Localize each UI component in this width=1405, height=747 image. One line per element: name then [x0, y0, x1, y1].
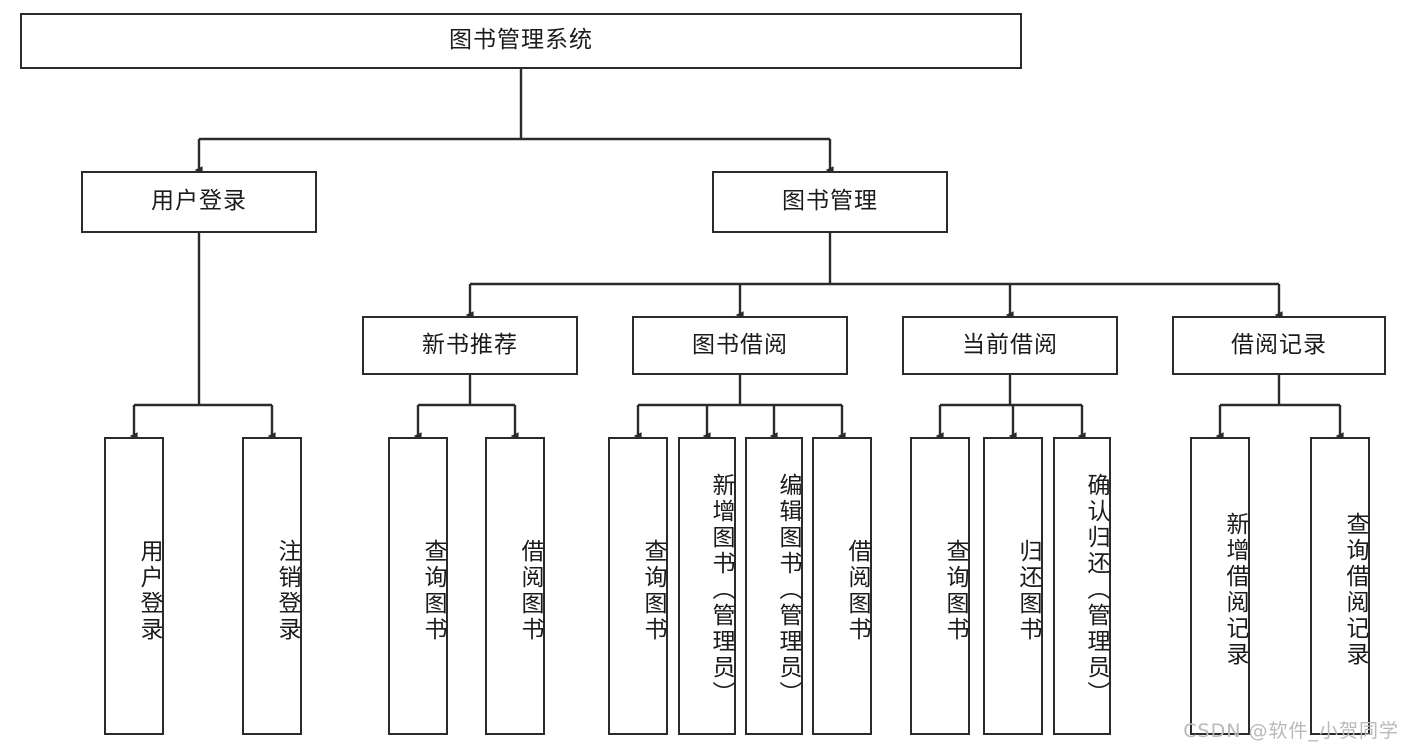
node-label: 图书管理: [782, 188, 878, 215]
node-label: 用户登录: [151, 188, 247, 215]
node-book_mgmt[interactable]: 图书管理: [712, 171, 948, 233]
node-label: 编辑图书（管理员）: [775, 473, 801, 707]
node-label: 用户登录: [136, 539, 162, 643]
node-label: 借阅图书: [844, 539, 870, 643]
node-leaf_return_book[interactable]: 归还图书: [983, 437, 1043, 735]
node-leaf_query_book_1[interactable]: 查询图书: [388, 437, 448, 735]
node-leaf_add_book[interactable]: 新增图书（管理员）: [678, 437, 736, 735]
node-label: 确认归还（管理员）: [1083, 473, 1109, 707]
node-label: 借阅图书: [517, 539, 543, 643]
node-leaf_logout[interactable]: 注销登录: [242, 437, 302, 735]
node-leaf_user_login[interactable]: 用户登录: [104, 437, 164, 735]
node-current_borrow[interactable]: 当前借阅: [902, 316, 1118, 375]
node-label: 注销登录: [274, 539, 300, 643]
node-leaf_query_book_2[interactable]: 查询图书: [608, 437, 668, 735]
node-leaf_add_record[interactable]: 新增借阅记录: [1190, 437, 1250, 735]
node-label: 查询图书: [420, 539, 446, 643]
node-label: 借阅记录: [1231, 331, 1327, 358]
node-leaf_edit_book[interactable]: 编辑图书（管理员）: [745, 437, 803, 735]
node-leaf_confirm_ret[interactable]: 确认归还（管理员）: [1053, 437, 1111, 735]
node-root[interactable]: 图书管理系统: [20, 13, 1022, 69]
node-label: 图书借阅: [692, 331, 788, 358]
node-user_login[interactable]: 用户登录: [81, 171, 317, 233]
node-borrow_record[interactable]: 借阅记录: [1172, 316, 1386, 375]
node-leaf_borrow_book_1[interactable]: 借阅图书: [485, 437, 545, 735]
node-label: 新增借阅记录: [1222, 512, 1248, 668]
node-label: 新书推荐: [422, 331, 518, 358]
node-label: 查询图书: [640, 539, 666, 643]
node-label: 图书管理系统: [449, 27, 593, 54]
node-book_borrow[interactable]: 图书借阅: [632, 316, 848, 375]
node-label: 查询借阅记录: [1342, 512, 1368, 668]
node-label: 归还图书: [1015, 539, 1041, 643]
node-label: 新增图书（管理员）: [708, 473, 734, 707]
node-leaf_borrow_book_2[interactable]: 借阅图书: [812, 437, 872, 735]
node-new_book_rec[interactable]: 新书推荐: [362, 316, 578, 375]
node-leaf_query_book_3[interactable]: 查询图书: [910, 437, 970, 735]
csdn-watermark: CSDN @软件_小贺同学: [1183, 720, 1399, 742]
node-label: 当前借阅: [962, 331, 1058, 358]
node-leaf_query_record[interactable]: 查询借阅记录: [1310, 437, 1370, 735]
node-label: 查询图书: [942, 539, 968, 643]
